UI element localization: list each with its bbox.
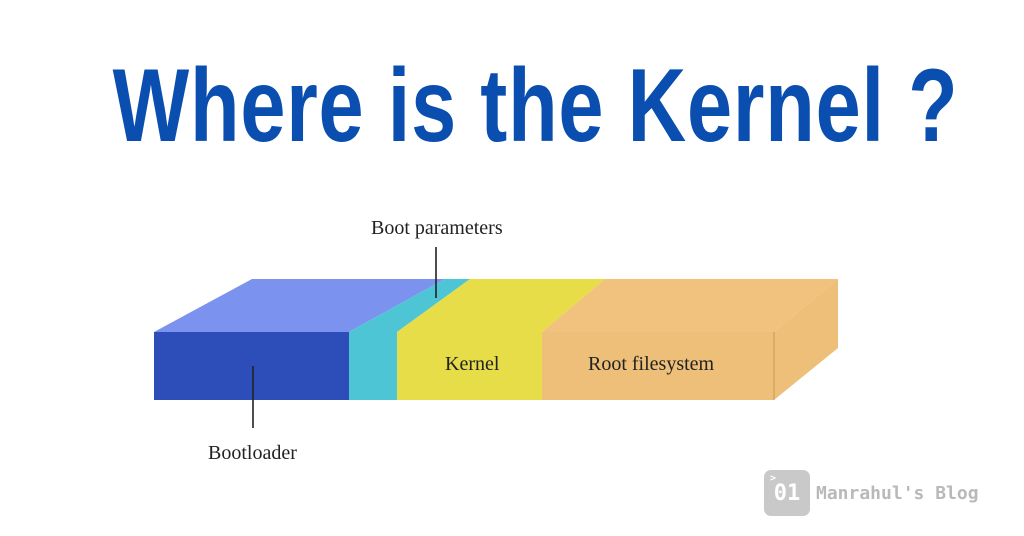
kernel-segment — [397, 332, 542, 400]
kernel-label: Kernel — [445, 353, 500, 375]
blog-brand: > 01 Manrahul's Blog — [764, 469, 979, 517]
page-title: Where is the Kernel ? — [112, 48, 959, 164]
prompt-caret: > — [770, 473, 777, 484]
bootloader-segment — [154, 332, 349, 400]
blog-name: Manrahul's Blog — [816, 482, 979, 504]
bootloader-label: Bootloader — [208, 442, 297, 464]
root-filesystem-segment — [542, 332, 774, 400]
root-filesystem-top-face — [542, 279, 838, 332]
root-filesystem-label: Root filesystem — [588, 353, 715, 375]
boot-parameters-label: Boot parameters — [371, 217, 503, 239]
kernel-top-face — [397, 279, 605, 332]
boot-parameters-top-face — [349, 279, 470, 332]
blog-logo-icon: > 01 — [764, 470, 810, 516]
boot-parameters-segment — [349, 332, 397, 400]
root-filesystem-side-face — [774, 279, 838, 400]
bootloader-top-face — [154, 279, 445, 332]
logo-text: 01 — [773, 480, 801, 506]
